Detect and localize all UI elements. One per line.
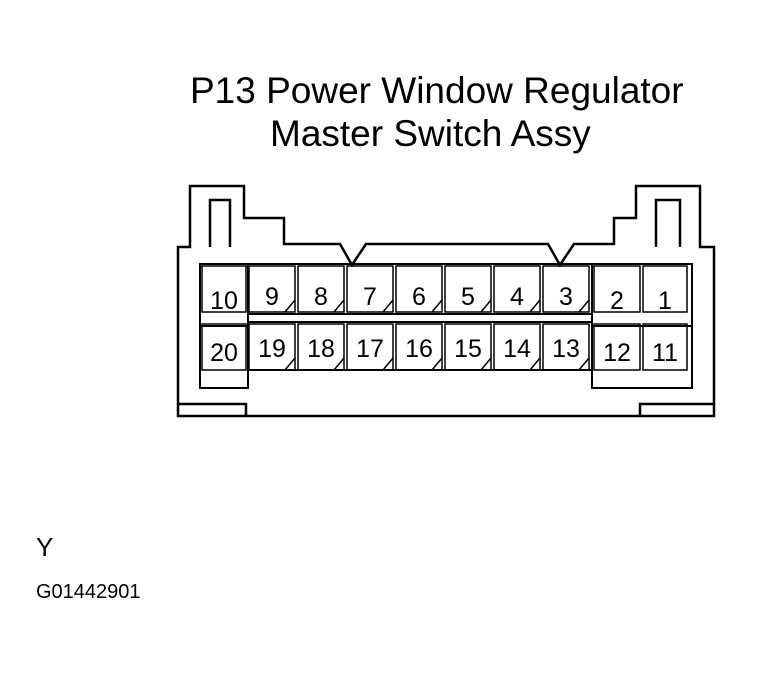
pin-number-19: 19 [258, 335, 286, 363]
pin-cell-13 [542, 323, 590, 371]
pin-number-5: 5 [461, 283, 475, 311]
pin-key-mark [382, 357, 394, 371]
pin-cell-1 [642, 265, 688, 313]
pin-cell-14 [493, 323, 541, 371]
pin-cell-9 [248, 265, 296, 313]
pin-cell-17 [346, 323, 394, 371]
connector-color-code: Y [36, 532, 54, 562]
pin-cell-4 [493, 265, 541, 313]
pin-key-mark [284, 299, 296, 313]
pin-number-10: 10 [210, 287, 238, 315]
pin-cell-18 [297, 323, 345, 371]
pin-cell-12 [593, 323, 641, 371]
pin-number-4: 4 [510, 283, 524, 311]
pin-number-13: 13 [552, 335, 580, 363]
pin-cell-10 [201, 265, 247, 313]
pin-number-9: 9 [265, 283, 279, 311]
pin-cell-7 [346, 265, 394, 313]
pin-key-mark [284, 357, 296, 371]
pin-key-mark [431, 357, 443, 371]
pin-number-3: 3 [559, 283, 573, 311]
pin-key-mark [480, 299, 492, 313]
connector-title-line1: P13 Power Window Regulator [190, 70, 684, 111]
pin-number-15: 15 [454, 335, 482, 363]
pin-cell-8 [297, 265, 345, 313]
pin-number-2: 2 [610, 287, 624, 315]
pin-cell-19 [248, 323, 296, 371]
pin-key-mark [431, 299, 443, 313]
pin-cell-2 [593, 265, 641, 313]
pin-key-mark [529, 357, 541, 371]
pin-number-20: 20 [210, 339, 238, 367]
pin-number-8: 8 [314, 283, 328, 311]
pin-cell-3 [542, 265, 590, 313]
pin-number-16: 16 [405, 335, 433, 363]
pin-cell-16 [395, 323, 443, 371]
pin-key-mark [578, 357, 590, 371]
pin-number-17: 17 [356, 335, 384, 363]
pin-number-18: 18 [307, 335, 335, 363]
connector-housing [176, 184, 716, 418]
pin-number-1: 1 [658, 287, 672, 315]
pin-key-mark [333, 357, 345, 371]
pin-key-mark [529, 299, 541, 313]
pin-cell-15 [444, 323, 492, 371]
figure-id: G01442901 [36, 581, 141, 603]
pin-number-12: 12 [603, 339, 631, 367]
connector-title-line2: Master Switch Assy [270, 113, 591, 154]
pin-number-11: 11 [652, 339, 678, 367]
pin-key-mark [578, 299, 590, 313]
pin-key-mark [382, 299, 394, 313]
pin-cell-6 [395, 265, 443, 313]
pin-number-7: 7 [363, 283, 377, 311]
pin-key-mark [480, 357, 492, 371]
pin-cell-20 [201, 323, 247, 371]
pin-cell-11 [642, 323, 688, 371]
pin-key-mark [333, 299, 345, 313]
pin-number-14: 14 [503, 335, 531, 363]
pin-cell-5 [444, 265, 492, 313]
pin-number-6: 6 [412, 283, 426, 311]
